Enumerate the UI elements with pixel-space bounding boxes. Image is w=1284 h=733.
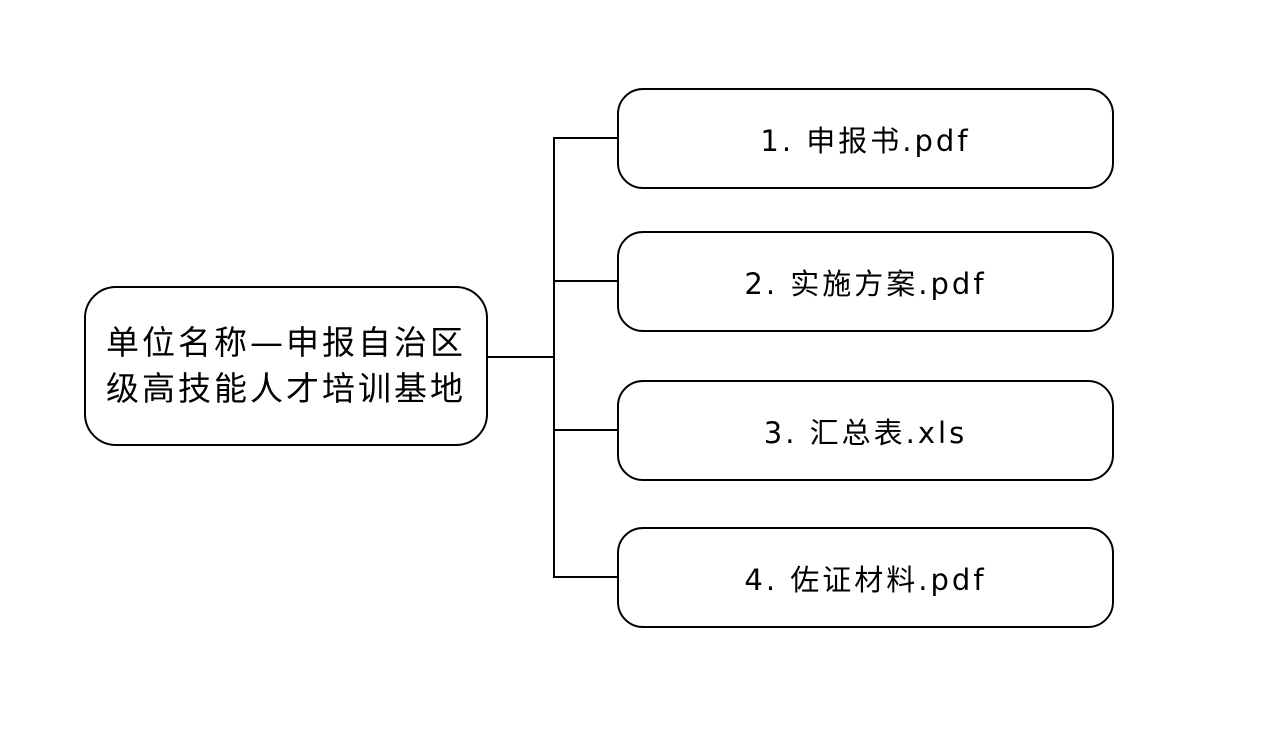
file-node-label: 3. 汇总表.xls — [763, 415, 968, 450]
root-label-line2: 级高技能人才培训基地 — [106, 369, 466, 408]
connector-root-line — [488, 356, 554, 358]
connector-branch-line-4 — [555, 576, 617, 578]
file-node-label: 2. 实施方案.pdf — [744, 266, 987, 301]
connector-branch-line-3 — [555, 429, 617, 431]
file-node-label: 1. 申报书.pdf — [760, 123, 971, 158]
file-node-2: 2. 实施方案.pdf — [617, 231, 1114, 332]
connector-trunk-line — [553, 137, 555, 578]
connector-branch-line-2 — [555, 280, 617, 282]
root-label-line1: 单位名称—申报自治区 — [106, 323, 466, 362]
file-node-label: 4. 佐证材料.pdf — [744, 562, 987, 597]
file-node-1: 1. 申报书.pdf — [617, 88, 1114, 189]
root-node-label: 单位名称—申报自治区 级高技能人才培训基地 — [106, 320, 466, 412]
file-node-3: 3. 汇总表.xls — [617, 380, 1114, 481]
file-node-4: 4. 佐证材料.pdf — [617, 527, 1114, 628]
connector-branch-line-1 — [555, 137, 617, 139]
root-node: 单位名称—申报自治区 级高技能人才培训基地 — [84, 286, 488, 446]
